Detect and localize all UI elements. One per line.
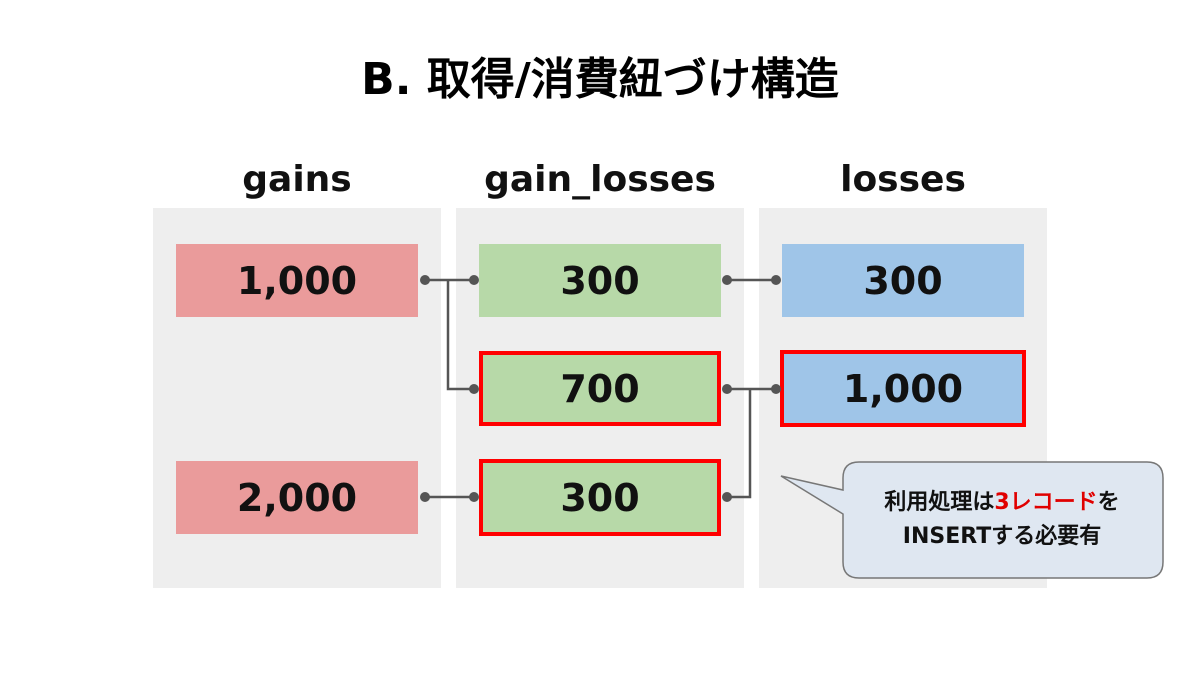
column-header-gain-losses: gain_losses xyxy=(484,159,716,200)
column-header-losses: losses xyxy=(840,159,966,200)
gain-record-2: 2,000 xyxy=(176,461,418,534)
callout-text: 利用処理は3レコードを INSERTする必要有 xyxy=(844,486,1160,554)
connector-gl3-loss2 xyxy=(727,389,752,499)
gain-loss-record-1: 300 xyxy=(479,244,721,317)
callout-prefix: 利用処理は xyxy=(884,490,995,515)
loss-record-1: 300 xyxy=(782,244,1024,317)
callout-line-1: 利用処理は3レコードを xyxy=(844,486,1160,520)
callout-bubble xyxy=(780,461,1164,579)
loss-record-2: 1,000 xyxy=(780,350,1026,427)
page-title: B. 取得/消費紐づけ構造 xyxy=(361,54,839,105)
gain-loss-record-3: 300 xyxy=(479,459,721,536)
column-header-gains: gains xyxy=(242,159,352,200)
callout-suffix: を xyxy=(1097,490,1120,515)
callout-line-2: INSERTする必要有 xyxy=(902,524,1102,549)
gain-record-1: 1,000 xyxy=(176,244,418,317)
gain-loss-record-2: 700 xyxy=(479,351,721,426)
connector-gain1-gl2 xyxy=(446,280,474,391)
callout-emphasis: 3レコード xyxy=(994,490,1098,515)
